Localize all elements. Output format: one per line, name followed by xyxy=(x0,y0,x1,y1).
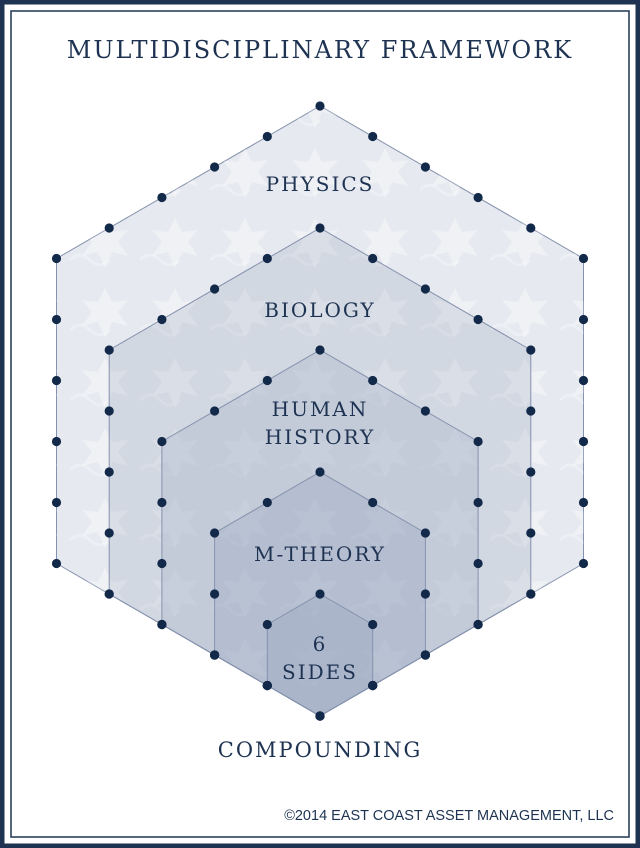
vertex-dot xyxy=(368,680,378,691)
vertex-dot xyxy=(262,375,272,386)
vertex-dot xyxy=(315,101,325,111)
vertex-dots xyxy=(51,101,589,721)
vertex-dot xyxy=(51,436,62,447)
vertex-dot xyxy=(526,345,536,355)
vertex-dot xyxy=(473,192,483,203)
vertex-dot xyxy=(51,375,62,386)
vertex-dot xyxy=(473,619,483,630)
vertex-dot xyxy=(315,345,325,355)
vertex-dot xyxy=(262,253,272,264)
vertex-dot xyxy=(157,619,167,630)
vertex-dot xyxy=(315,589,325,599)
vertex-dot xyxy=(526,223,536,233)
vertex-dot xyxy=(420,650,430,660)
vertex-dot xyxy=(157,497,167,508)
vertex-dot xyxy=(104,589,114,599)
vertex-dot xyxy=(104,467,114,477)
vertex-dot xyxy=(262,619,272,630)
layer-label-human: HUMAN xyxy=(272,397,369,421)
vertex-dot xyxy=(578,436,589,447)
vertex-dot xyxy=(157,436,167,447)
vertex-dot xyxy=(210,406,220,416)
vertex-dot xyxy=(578,253,589,264)
layer-label-biology: BIOLOGY xyxy=(264,298,376,322)
vertex-dot xyxy=(473,436,483,447)
vertex-dot xyxy=(210,589,220,599)
vertex-dot xyxy=(210,528,220,538)
vertex-dot xyxy=(578,497,589,508)
vertex-dot xyxy=(104,223,114,233)
vertex-dot xyxy=(210,162,220,172)
copyright-text: ©2014 EAST COAST ASSET MANAGEMENT, LLC xyxy=(284,808,614,824)
vertex-dot xyxy=(368,497,378,508)
vertex-dot xyxy=(578,314,589,325)
layer-label-sides: SIDES xyxy=(282,660,358,684)
inner-border xyxy=(10,10,630,838)
vertex-dot xyxy=(315,467,325,477)
vertex-dot xyxy=(526,528,536,538)
vertex-dot xyxy=(420,406,430,416)
vertex-dot xyxy=(51,253,62,264)
vertex-dot xyxy=(420,528,430,538)
vertex-dot xyxy=(262,131,272,142)
vertex-dot xyxy=(578,558,589,569)
vertex-dot xyxy=(104,406,114,416)
diagram-title: MULTIDISCIPLINARY FRAMEWORK xyxy=(67,36,573,64)
layer-label-history: HISTORY xyxy=(265,425,375,449)
vertex-dot xyxy=(51,497,62,508)
vertex-dot xyxy=(157,558,167,569)
vertex-dot xyxy=(262,497,272,508)
vertex-dot xyxy=(210,650,220,660)
vertex-dot xyxy=(368,619,378,630)
vertex-dot xyxy=(51,314,62,325)
hexagon-ornament-texture xyxy=(56,106,584,716)
layer-label-physics: PHYSICS xyxy=(266,172,375,196)
vertex-dot xyxy=(473,497,483,508)
vertex-dot xyxy=(526,467,536,477)
vertex-dot xyxy=(473,314,483,325)
footer-label-compounding: COMPOUNDING xyxy=(218,738,423,762)
vertex-dot xyxy=(104,345,114,355)
vertex-dot xyxy=(578,375,589,386)
vertex-dot xyxy=(473,558,483,569)
vertex-dot xyxy=(210,284,220,294)
vertex-dot xyxy=(315,711,325,721)
vertex-dot xyxy=(157,314,167,325)
layer-label-m-theory: M-THEORY xyxy=(254,542,386,566)
vertex-dot xyxy=(420,284,430,294)
layer-label-6: 6 xyxy=(313,632,328,656)
vertex-dot xyxy=(526,589,536,599)
vertex-dot xyxy=(420,589,430,599)
vertex-dot xyxy=(157,192,167,203)
vertex-dot xyxy=(104,528,114,538)
vertex-dot xyxy=(368,375,378,386)
vertex-dot xyxy=(526,406,536,416)
vertex-dot xyxy=(262,680,272,691)
vertex-dot xyxy=(368,253,378,264)
vertex-dot xyxy=(315,223,325,233)
vertex-dot xyxy=(51,558,62,569)
vertex-dot xyxy=(420,162,430,172)
vertex-dot xyxy=(368,131,378,142)
